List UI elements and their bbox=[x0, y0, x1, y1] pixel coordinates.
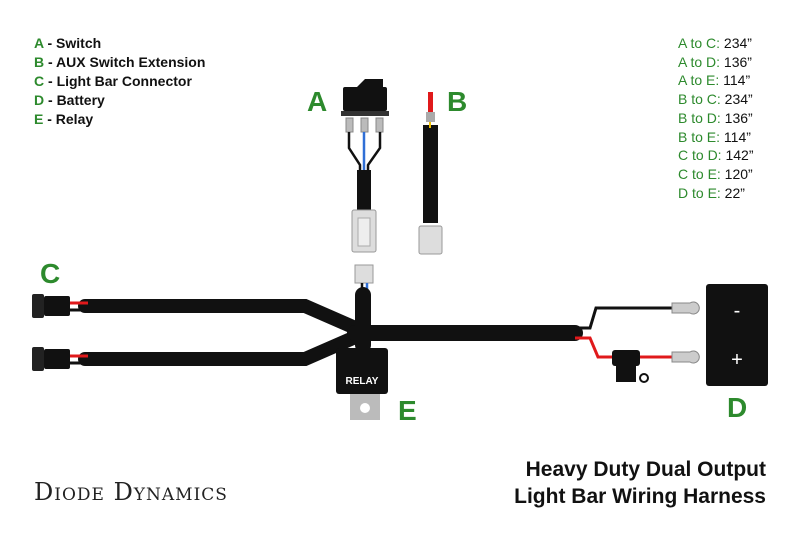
distance-row: B to C: 234” bbox=[678, 91, 753, 108]
component-legend: A - Switch B - AUX Switch Extension C - … bbox=[34, 34, 205, 129]
title-line-1: Heavy Duty Dual Output bbox=[525, 458, 766, 481]
distance-row: B to D: 136” bbox=[678, 109, 753, 126]
lightbar-connectors bbox=[32, 294, 88, 371]
distance-row: A to C: 234” bbox=[678, 35, 752, 51]
relay-label: RELAY bbox=[346, 376, 379, 387]
marker-e: E bbox=[398, 395, 417, 426]
legend-item: D - Battery bbox=[34, 92, 105, 108]
distance-list: A to C: 234” A to D: 136” A to E: 114” B… bbox=[678, 34, 754, 202]
battery-positive: + bbox=[731, 349, 743, 371]
distance-row: A to E: 114” bbox=[678, 72, 751, 89]
distance-row: B to E: 114” bbox=[678, 128, 751, 145]
legend-item: E - Relay bbox=[34, 111, 94, 127]
main-cables bbox=[78, 287, 583, 366]
brand-logo: Diode Dynamics bbox=[34, 478, 228, 506]
distance-row: D to E: 22” bbox=[678, 184, 745, 201]
marker-a: A bbox=[307, 86, 328, 117]
switch-component bbox=[341, 79, 389, 253]
title-line-2: Light Bar Wiring Harness bbox=[514, 485, 766, 508]
legend-item: C - Light Bar Connector bbox=[34, 73, 192, 89]
marker-c: C bbox=[40, 258, 61, 289]
legend-item: B - AUX Switch Extension bbox=[34, 54, 206, 70]
battery-negative: - bbox=[734, 300, 741, 322]
battery-component: - + bbox=[706, 284, 768, 386]
diagram-title: Heavy Duty Dual Output Light Bar Wiring … bbox=[514, 456, 766, 510]
marker-d: D bbox=[727, 392, 748, 423]
aux-extension-component bbox=[418, 92, 443, 255]
legend-item: A - Switch bbox=[34, 35, 102, 51]
battery-wires bbox=[575, 306, 672, 359]
marker-b: B bbox=[447, 86, 468, 117]
distance-row: A to D: 136” bbox=[678, 53, 752, 70]
fuse-holder bbox=[612, 350, 649, 383]
relay-component: RELAY bbox=[336, 348, 388, 420]
distance-row: C to D: 142” bbox=[678, 147, 754, 164]
distance-row: C to E: 120” bbox=[678, 165, 753, 182]
ring-terminals bbox=[671, 301, 700, 364]
